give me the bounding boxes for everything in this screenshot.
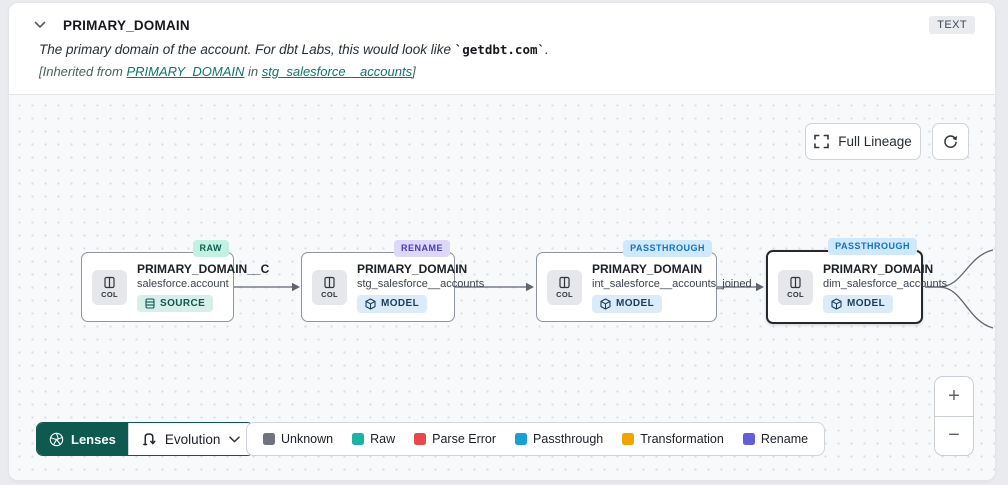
zoom-out-button[interactable]: −	[935, 416, 973, 455]
resource-type-badge: MODEL	[823, 294, 894, 313]
inherited-model-link[interactable]: stg_salesforce__accounts	[261, 64, 413, 79]
chevron-down-icon	[229, 435, 241, 442]
cube-icon	[365, 297, 376, 310]
zoom-controls: + −	[934, 376, 974, 456]
column-chip: COL	[312, 269, 347, 305]
collapse-chevron-icon[interactable]	[31, 16, 49, 34]
node-subtitle: int_salesforce__accounts_joined	[592, 277, 752, 290]
refresh-button[interactable]	[932, 123, 969, 160]
legend-item-passthrough: Passthrough	[515, 432, 603, 446]
lineage-node-intermediate[interactable]: PASSTHROUGH COL PRIMARY_DOMAIN int_sales…	[536, 240, 752, 322]
status-badge: RENAME	[393, 240, 450, 257]
full-lineage-label: Full Lineage	[838, 134, 912, 149]
lineage-canvas[interactable]: Full Lineage RAW COL PRIMARY_DOMAIN__C s…	[9, 94, 995, 480]
lenses-label: Lenses	[71, 431, 116, 447]
columns-icon	[559, 276, 570, 288]
cube-icon	[600, 297, 611, 310]
column-chip: COL	[547, 269, 582, 305]
legend-swatch	[742, 433, 755, 445]
legend-item-parse-error: Parse Error	[414, 432, 496, 446]
legend-swatch	[515, 433, 528, 445]
legend-swatch	[414, 433, 427, 445]
status-badge: PASSTHROUGH	[828, 238, 917, 255]
inherited-suffix: ]	[412, 64, 416, 79]
cube-icon	[831, 297, 842, 310]
resource-type-label: MODEL	[847, 298, 886, 309]
resource-type-label: SOURCE	[160, 298, 206, 309]
resource-type-badge: MODEL	[592, 294, 663, 313]
lineage-node-source[interactable]: RAW COL PRIMARY_DOMAIN__C salesforce.acc…	[81, 240, 269, 322]
node-subtitle: dim_salesforce_accounts	[823, 277, 948, 290]
columns-icon	[324, 276, 335, 288]
column-lineage-panel: PRIMARY_DOMAIN TEXT The primary domain o…	[8, 2, 996, 481]
evolution-lens-icon	[142, 432, 156, 445]
aperture-icon	[49, 432, 64, 446]
legend-swatch	[352, 433, 365, 445]
inherited-column-link[interactable]: PRIMARY_DOMAIN	[126, 64, 245, 79]
node-subtitle: stg_salesforce__accounts	[357, 277, 485, 290]
col-label: COL	[101, 289, 118, 299]
column-type-badge: TEXT	[929, 16, 975, 34]
lineage-node-dim-selected[interactable]: PASSTHROUGH COL PRIMARY_DOMAIN dim_sales…	[766, 238, 947, 324]
status-badge: PASSTHROUGH	[623, 240, 712, 257]
legend-item-raw: Raw	[352, 432, 395, 446]
evolution-legend: Unknown Raw Parse Error Passthrough Tran…	[246, 422, 826, 456]
description-text: The primary domain of the account. For d…	[39, 42, 455, 57]
node-title: PRIMARY_DOMAIN__C	[137, 262, 270, 276]
legend-swatch	[622, 433, 635, 445]
zoom-in-button[interactable]: +	[935, 377, 973, 417]
resource-type-label: MODEL	[616, 298, 655, 309]
legend-swatch	[263, 433, 275, 445]
description-period: .	[545, 42, 549, 57]
node-title: PRIMARY_DOMAIN	[592, 261, 703, 276]
resource-type-badge: SOURCE	[137, 295, 214, 312]
column-chip: COL	[778, 269, 813, 305]
node-title: PRIMARY_DOMAIN	[357, 261, 468, 276]
refresh-icon	[944, 135, 958, 148]
lens-select-evolution[interactable]: Evolution	[127, 423, 254, 455]
lens-selected-label: Evolution	[164, 431, 221, 447]
inherited-note: [Inherited from PRIMARY_DOMAIN in stg_sa…	[39, 64, 975, 79]
inherited-middle: in	[244, 64, 262, 79]
full-lineage-button[interactable]: Full Lineage	[805, 123, 921, 160]
status-badge: RAW	[192, 240, 229, 257]
lenses-control: Lenses Evolution	[36, 422, 255, 456]
col-label: COL	[556, 289, 573, 299]
panel-header: PRIMARY_DOMAIN TEXT The primary domain o…	[9, 3, 995, 94]
node-subtitle: salesforce.account	[137, 278, 229, 290]
column-title: PRIMARY_DOMAIN	[63, 17, 190, 33]
lenses-button[interactable]: Lenses	[37, 423, 128, 455]
database-icon	[145, 298, 155, 309]
columns-icon	[104, 276, 115, 288]
resource-type-label: MODEL	[381, 298, 420, 309]
column-description: The primary domain of the account. For d…	[39, 42, 975, 57]
col-label: COL	[787, 289, 804, 299]
lineage-node-staging[interactable]: RENAME COL PRIMARY_DOMAIN stg_salesforce…	[301, 240, 484, 322]
legend-item-unknown: Unknown	[263, 432, 333, 446]
inherited-prefix: [Inherited from	[39, 64, 127, 79]
resource-type-badge: MODEL	[357, 294, 428, 313]
node-title: PRIMARY_DOMAIN	[823, 261, 934, 276]
description-code: `getdbt.com`	[454, 42, 546, 57]
column-chip: COL	[92, 269, 127, 305]
legend-item-transformation: Transformation	[622, 432, 724, 446]
legend-item-rename: Rename	[742, 432, 808, 446]
expand-icon	[814, 134, 830, 149]
col-label: COL	[321, 289, 338, 299]
columns-icon	[790, 276, 801, 288]
